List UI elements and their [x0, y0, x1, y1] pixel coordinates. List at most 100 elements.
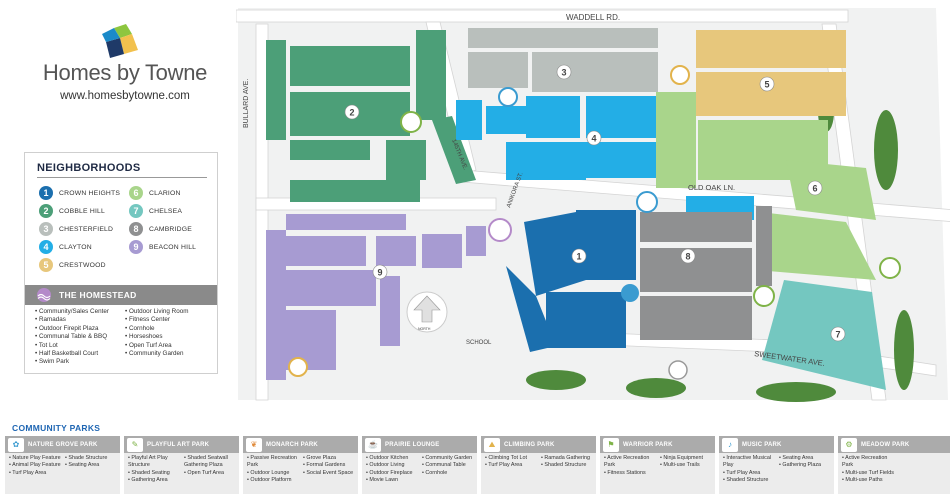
- park-card-meadow-park[interactable]: ⚙MEADOW PARKActive Recreation ParkMulti-…: [838, 436, 950, 494]
- butterfly-icon: ✿: [8, 437, 24, 452]
- park-features: Active Recreation ParkMulti-use Turf Fie…: [838, 453, 950, 494]
- homestead-amenities-col-2: Outdoor Living RoomFitness CenterCornhol…: [125, 308, 189, 358]
- neighborhood-8-cambridge[interactable]: [640, 206, 772, 340]
- map-marker-cobble-hill[interactable]: 2: [344, 104, 360, 120]
- park-header: ✿ NATURE GROVE PARK: [5, 436, 120, 453]
- park-feature: Formal Gardens: [303, 462, 357, 469]
- map-marker-circle: [830, 326, 846, 342]
- legend-item-crestwood[interactable]: 5 CRESTWOOD: [39, 257, 106, 273]
- map-marker-number: 7: [835, 330, 840, 340]
- park-name: MEADOW PARK: [861, 441, 910, 448]
- legend-number-badge: 1: [39, 186, 53, 200]
- map-marker-number: 3: [561, 68, 566, 78]
- park-feature: Ninja Equipment: [660, 455, 714, 462]
- legend-number-badge: 6: [129, 186, 143, 200]
- park-header: ⚑WARRIOR PARK: [600, 436, 715, 453]
- brand-url[interactable]: www.homesbytowne.com: [60, 90, 190, 102]
- homestead-amenity: Half Basketball Court: [35, 350, 109, 358]
- homestead-amenity: Community/Sales Center: [35, 308, 109, 316]
- neighborhood-4-clayton[interactable]: [456, 96, 754, 220]
- park-feature: Outdoor Living: [366, 462, 422, 469]
- legend-label: CRESTWOOD: [59, 261, 106, 269]
- park-feature: Active Recreation Park: [842, 455, 898, 470]
- neighborhood-2-cobble-hill[interactable]: [266, 30, 476, 202]
- legend-number-badge: 5: [39, 258, 53, 272]
- map-marker-clarion[interactable]: 6: [807, 180, 823, 196]
- park-name: CLIMBING PARK: [504, 441, 555, 448]
- homestead-amenities-col-1: Community/Sales CenterRamadasOutdoor Fir…: [35, 308, 109, 367]
- homestead-amenity: Swim Park: [35, 358, 109, 366]
- map-marker-circle: [344, 104, 360, 120]
- park-feature-column: Outdoor KitchenOutdoor LivingOutdoor Fir…: [366, 455, 422, 485]
- label-school: SCHOOL: [466, 340, 492, 346]
- legend-label: COBBLE HILL: [59, 207, 106, 215]
- homestead-amenity: Open Turf Area: [125, 342, 188, 350]
- park-feature-column: Interactive Musical PlayTurf Play AreaSh…: [723, 455, 779, 485]
- homestead-amenity: Outdoor Living Room: [125, 308, 189, 316]
- neighborhood-markers[interactable]: 1 2 3 4 5 6 7 8 9: [344, 64, 846, 342]
- park-feature: Outdoor Platform: [247, 477, 303, 484]
- park-feature-column: Climbing Tot LotTurf Play Area: [485, 455, 541, 470]
- legend-label: CAMBRIDGE: [149, 225, 192, 233]
- legend-number-badge: 4: [39, 240, 53, 254]
- neighborhood-9-beacon-hill[interactable]: [266, 214, 486, 380]
- homestead-header: THE HOMESTEAD: [25, 285, 217, 305]
- park-name: PRAIRIE LOUNGE: [385, 441, 440, 448]
- park-feature: Nature Play Feature: [9, 455, 65, 462]
- map-marker-chelsea[interactable]: 7: [830, 326, 846, 342]
- neighborhood-1-crown-heights[interactable]: [506, 210, 636, 352]
- park-header: ✎PLAYFUL ART PARK: [124, 436, 239, 453]
- park-feature: Multi-use Turf Fields: [842, 470, 898, 477]
- map-marker-circle: [571, 248, 587, 264]
- neighborhood-5-crestwood[interactable]: [696, 30, 846, 116]
- park-feature: Turf Play Area: [485, 462, 541, 469]
- homestead-amenity: Ramadas: [35, 316, 109, 324]
- music-icon: ♪: [722, 437, 738, 452]
- park-features: Nature Play FeatureAnimal Play FeatureTu…: [5, 453, 120, 494]
- park-feature: Open Turf Area: [184, 470, 238, 477]
- map-marker-cambridge[interactable]: 8: [680, 248, 696, 264]
- park-feature: Fitness Stations: [604, 470, 660, 477]
- map-marker-number: 2: [349, 108, 354, 118]
- climbing-icon: ⛰: [484, 437, 500, 452]
- park-feature: Ramada Gathering: [541, 455, 595, 462]
- park-card-music-park[interactable]: ♪MUSIC PARKInteractive Musical PlayTurf …: [719, 436, 834, 494]
- park-card-prairie-lounge[interactable]: ☕ PRAIRIE LOUNGE Outdoor KitchenOutdoor Li…: [362, 436, 477, 494]
- park-card-nature-grove-park[interactable]: ✿ NATURE GROVE PARK Nature Play FeatureAni…: [5, 436, 120, 494]
- park-card-climbing-park[interactable]: ⛰ CLIMBING PARK Climbing Tot LotTurf Play …: [481, 436, 596, 494]
- park-card-warrior-park[interactable]: ⚑WARRIOR PARKActive Recreation ParkFitne…: [600, 436, 715, 494]
- lounge-icon: ☕: [365, 437, 381, 452]
- park-feature: Grove Plaza: [303, 455, 357, 462]
- neighborhood-7-chelsea[interactable]: [762, 280, 886, 390]
- park-feature: Communal Table: [422, 462, 476, 469]
- park-markers[interactable]: [288, 65, 901, 380]
- park-feature: Turf Play Area: [723, 470, 779, 477]
- park-card-monarch-park[interactable]: ❦MONARCH PARKPassive Recreation ParkOutd…: [243, 436, 358, 494]
- map-marker-number: 1: [576, 252, 581, 262]
- park-name: NATURE GROVE PARK: [28, 441, 98, 448]
- warrior-icon: ⚑: [603, 437, 619, 452]
- neighborhood-6-clarion[interactable]: [656, 92, 876, 280]
- map-marker-chesterfield[interactable]: 3: [556, 64, 572, 80]
- park-card-playful-art-park[interactable]: ✎PLAYFUL ART PARK Playful Art Play Struct…: [124, 436, 239, 494]
- park-feature: Seating Area: [779, 455, 833, 462]
- park-feature: Playful Art Play Structure: [128, 455, 184, 470]
- neighborhood-3-chesterfield[interactable]: [468, 28, 658, 92]
- map-marker-crestwood[interactable]: 5: [759, 76, 775, 92]
- legend-number-badge: 7: [129, 204, 143, 218]
- legend-number-badge: 3: [39, 222, 53, 236]
- map-marker-beacon-hill[interactable]: 9: [372, 264, 388, 280]
- map-marker-clayton[interactable]: 4: [586, 130, 602, 146]
- map-marker-crown-heights[interactable]: 1: [571, 248, 587, 264]
- homestead-amenity: Outdoor Firepit Plaza: [35, 325, 109, 333]
